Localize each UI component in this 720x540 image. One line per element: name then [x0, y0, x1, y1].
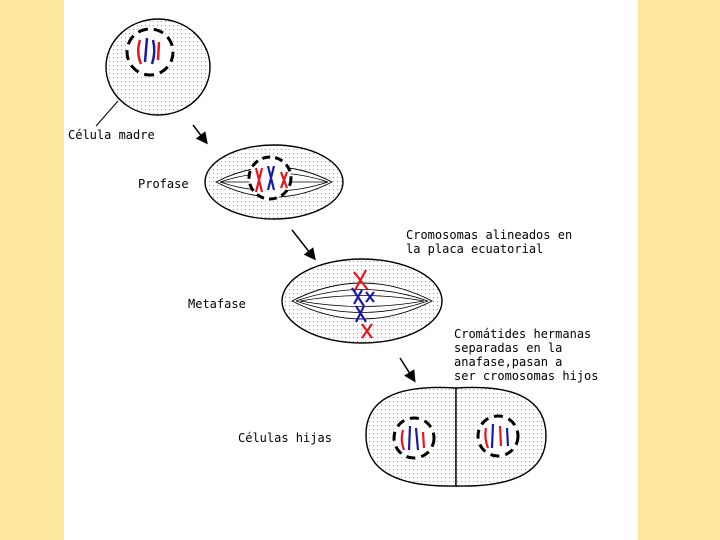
- chromosome-red: [137, 39, 143, 65]
- label-mother-cell: Célula madre: [68, 128, 155, 142]
- arrow-to-prophase: [192, 124, 208, 145]
- daughter-cells: [365, 386, 547, 487]
- daughter-nucleus-right: [476, 414, 520, 458]
- chromosome-red: [254, 167, 264, 193]
- chromosome-blue: [505, 427, 510, 447]
- label-daughter-cells: Células hijas: [238, 431, 332, 445]
- arrow-to-daughters: [399, 357, 416, 383]
- chromosome-blue: [150, 39, 156, 65]
- mitosis-diagram: [95, 18, 547, 487]
- label-line: Cromátides hermanas: [454, 327, 592, 341]
- slide: Célula madre Profase Metafase Células hi…: [64, 0, 638, 540]
- mother-nucleus: [125, 27, 175, 77]
- chromosome-red: [400, 429, 406, 451]
- chromosome-red: [484, 427, 490, 449]
- label-prophase: Profase: [138, 177, 189, 191]
- metaphase-cell: [281, 258, 443, 344]
- chromosome-blue: [414, 427, 420, 451]
- arrow-to-metaphase: [291, 229, 316, 261]
- chromosome-blue: [355, 305, 367, 323]
- label-sister-chromatids: Cromátides hermanas separadas en la anaf…: [454, 327, 599, 383]
- label-line: anafase,pasan a: [454, 355, 563, 369]
- chromosome-red: [421, 431, 426, 449]
- label-line: Cromosomas alineados en: [406, 228, 573, 242]
- daughter-nucleus-left: [392, 416, 436, 460]
- chromosome-red: [156, 41, 161, 61]
- mother-cell: [95, 18, 211, 127]
- chromosome-blue: [365, 291, 375, 303]
- chromosome-red: [353, 269, 369, 293]
- chromosome-blue: [266, 165, 276, 191]
- chromosome-blue: [143, 37, 149, 63]
- label-aligned-chromosomes: Cromosomas alineados en la placa ecuator…: [406, 228, 572, 256]
- chromosome-red: [279, 171, 289, 189]
- label-metaphase: Metafase: [188, 297, 246, 311]
- label-line: ser cromosomas hijos: [454, 369, 599, 383]
- chromosome-blue: [490, 423, 495, 449]
- chromosome-red: [361, 323, 373, 339]
- label-line: la placa ecuatorial: [406, 242, 544, 256]
- label-line: separadas en la: [454, 341, 563, 355]
- chromosome-red: [498, 425, 503, 447]
- chromosome-blue: [407, 425, 412, 451]
- prophase-cell: [204, 144, 344, 220]
- chromosome-blue: [351, 287, 365, 307]
